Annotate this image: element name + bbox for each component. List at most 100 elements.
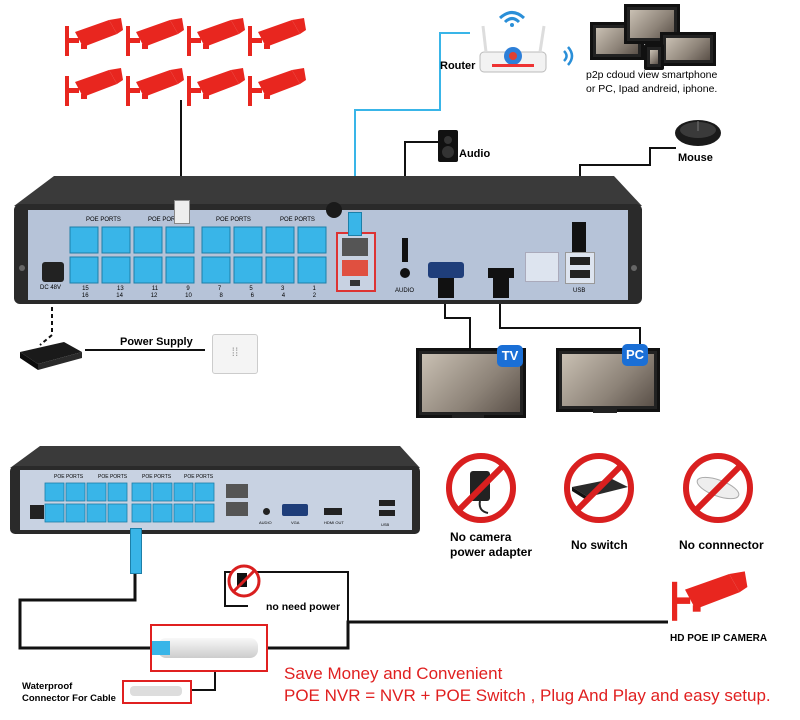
audio-label: Audio (459, 148, 491, 160)
hdmi-label-small: HDMI OUT (324, 520, 344, 525)
blue-rj45-plug (152, 641, 170, 655)
hd-camera-label: HD POE IP CAMERA (670, 633, 768, 644)
vga-port (428, 262, 464, 278)
tablet-image (624, 4, 680, 44)
blue-rj45-plug (130, 528, 142, 574)
wall-socket: ⁞⁞ (212, 334, 258, 374)
connector-inset (130, 686, 182, 696)
audio-plug (402, 238, 408, 262)
usb-label-small: USB (381, 522, 390, 527)
port-number: 15 (82, 286, 89, 292)
no-switch-label: No switch (571, 538, 628, 552)
port-number: 4 (281, 293, 286, 299)
port-number: 7 (217, 286, 222, 292)
no-adapter-line2: power adapter (450, 545, 533, 559)
cloud-text-line2: or PC, Ipad andreid, iphone. (586, 83, 718, 95)
pc-badge: PC (622, 344, 648, 366)
hdmi-plug (493, 278, 509, 298)
socket-holes: ⁞⁞ (231, 345, 239, 359)
no-power-sign (226, 563, 262, 599)
lan-port (226, 484, 248, 498)
hdmi-port (488, 268, 514, 278)
vga-port-small (282, 504, 308, 516)
port-number: 11 (151, 286, 159, 292)
no-adapter-line1: No camera (450, 530, 512, 544)
usb-port (379, 500, 395, 506)
audio-jack (400, 268, 410, 278)
pc-stand (593, 409, 617, 413)
uplink-ports (336, 232, 376, 292)
port-number: 14 (116, 293, 123, 299)
port-number: 3 (280, 286, 285, 292)
waterproof-connector-box (150, 624, 268, 672)
port-number: 5 (249, 286, 253, 292)
poe-ports-label: POE PORTS (142, 474, 172, 480)
poe-ports-label: POE PORTS (216, 217, 251, 223)
port-number: 9 (186, 286, 190, 292)
usb-port-label: USB (573, 288, 586, 294)
no-connector-label: No connnector (679, 538, 764, 552)
prohibited-icon (444, 451, 518, 525)
power-adapter-image (16, 336, 86, 372)
connector-body (158, 638, 258, 658)
poe-ports-label: POE PORTS (280, 217, 315, 223)
port-number: 10 (185, 293, 192, 299)
monitor-image (660, 32, 716, 66)
blue-rj45-plug (348, 212, 362, 236)
usb-ports-small (378, 498, 396, 520)
port-number: 6 (250, 293, 254, 299)
devices-cluster (588, 4, 716, 70)
hdmi-port-small (324, 508, 342, 515)
speaker-icon (438, 130, 458, 162)
port-number: 13 (116, 286, 124, 292)
lan-ports-small (226, 484, 248, 524)
poe-ports-label: POE PORTS (86, 217, 121, 223)
usb-ports (565, 252, 595, 284)
power-supply-label: Power Supply (120, 336, 193, 348)
wifi-icon (556, 46, 580, 66)
tv-image (416, 348, 526, 418)
usb-port (379, 510, 395, 516)
audio-jack-small (263, 508, 270, 515)
port-number: 16 (81, 293, 89, 299)
tv-badge: TV (497, 345, 523, 367)
usb-port (570, 270, 590, 278)
cloud-text-line1: p2p cdoud view smartphone (586, 69, 718, 81)
vga-label-small: VGA (291, 520, 300, 525)
port-number: 2 (312, 293, 317, 299)
phone-image (644, 44, 664, 70)
router-label: Router (440, 60, 476, 72)
dc-power-port (42, 262, 64, 282)
rj45-plug (174, 200, 190, 224)
poe-ports-label: POE PORTS (54, 474, 84, 480)
lan-port (342, 238, 368, 256)
mouse-label: Mouse (678, 152, 713, 164)
no-need-power-label: no need power (266, 601, 341, 613)
audio-label-small: AUDIO (259, 520, 272, 525)
slogan-line2: POE NVR = NVR + POE Switch , Plug And Pl… (284, 686, 771, 705)
port-number: 12 (150, 293, 158, 299)
waterproof-label-line1: Waterproof (22, 681, 73, 692)
waterproof-label-line2: Connector For Cable (22, 693, 116, 704)
connector-inset-box (122, 680, 192, 704)
poe-ports-panel: POE PORTS POE PORTS POE PORTS POE PORTS … (68, 217, 330, 301)
lan-icon (350, 280, 360, 286)
prohibited-icon (681, 451, 755, 525)
slogan-line1: Save Money and Convenient (284, 664, 503, 683)
lan-port (226, 502, 248, 516)
wifi-router-icon (478, 22, 548, 82)
lan-port (342, 260, 368, 276)
dc-power-port-small (30, 505, 44, 519)
tv-stand (452, 414, 484, 418)
panel-block (525, 252, 559, 282)
mouse-icon (674, 118, 722, 148)
dc-label: DC 48V (40, 285, 62, 291)
port-number: 1 (312, 286, 316, 292)
poe-ports-label: POE PORTS (98, 474, 128, 480)
prohibited-icon (562, 451, 636, 525)
usb-plug (572, 222, 586, 252)
poe-ports-panel-small: POE PORTS POE PORTS POE PORTS POE PORTS (44, 474, 218, 528)
cctv-camera-icon (668, 566, 748, 626)
